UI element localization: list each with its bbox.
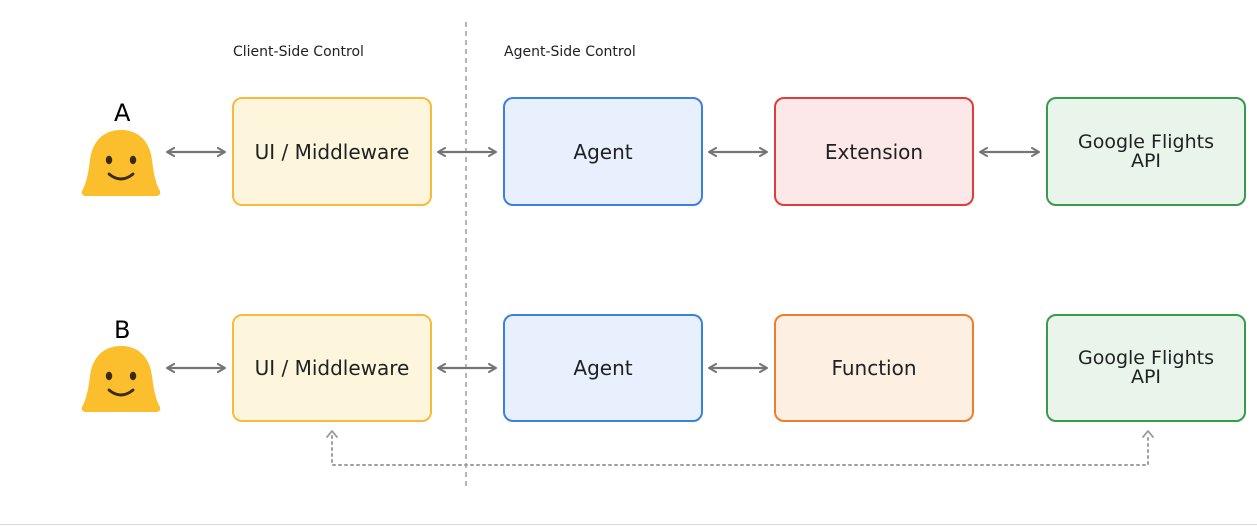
dotted-loop-middleware-api (331, 435, 1149, 466)
row-b-label: B (114, 316, 131, 344)
row-b-agent-box: Agent (503, 314, 703, 422)
row-a-middleware-box: UI / Middleware (232, 97, 432, 206)
row-a-agent-box: Agent (503, 97, 703, 206)
row-b-function-label: Function (831, 356, 917, 380)
bottom-border (0, 524, 1257, 525)
row-b-api-label: Google Flights API (1078, 347, 1214, 388)
row-a-middleware-label: UI / Middleware (254, 139, 410, 164)
row-b-api-box: Google Flights API (1046, 314, 1246, 422)
row-a-api-label: Google Flights API (1078, 130, 1214, 172)
row-b-agent-label: Agent (573, 356, 633, 380)
client-side-control-label: Client-Side Control (233, 44, 364, 60)
row-a-api-box: Google Flights API (1046, 97, 1246, 206)
row-b-middleware-label: UI / Middleware (254, 356, 410, 380)
user-b-smiley-icon (81, 346, 161, 412)
row-b-function-box: Function (774, 314, 974, 422)
row-b-middleware-box: UI / Middleware (232, 314, 432, 422)
row-a-label: A (114, 99, 131, 127)
agent-side-control-label: Agent-Side Control (504, 44, 636, 60)
row-a-extension-label: Extension (824, 139, 924, 164)
dotted-arrowhead-api (1142, 430, 1154, 438)
user-a-smiley-icon (81, 130, 161, 196)
row-a-extension-box: Extension (774, 97, 974, 206)
row-a-agent-label: Agent (573, 139, 633, 164)
dotted-arrowhead-middleware (326, 430, 338, 438)
